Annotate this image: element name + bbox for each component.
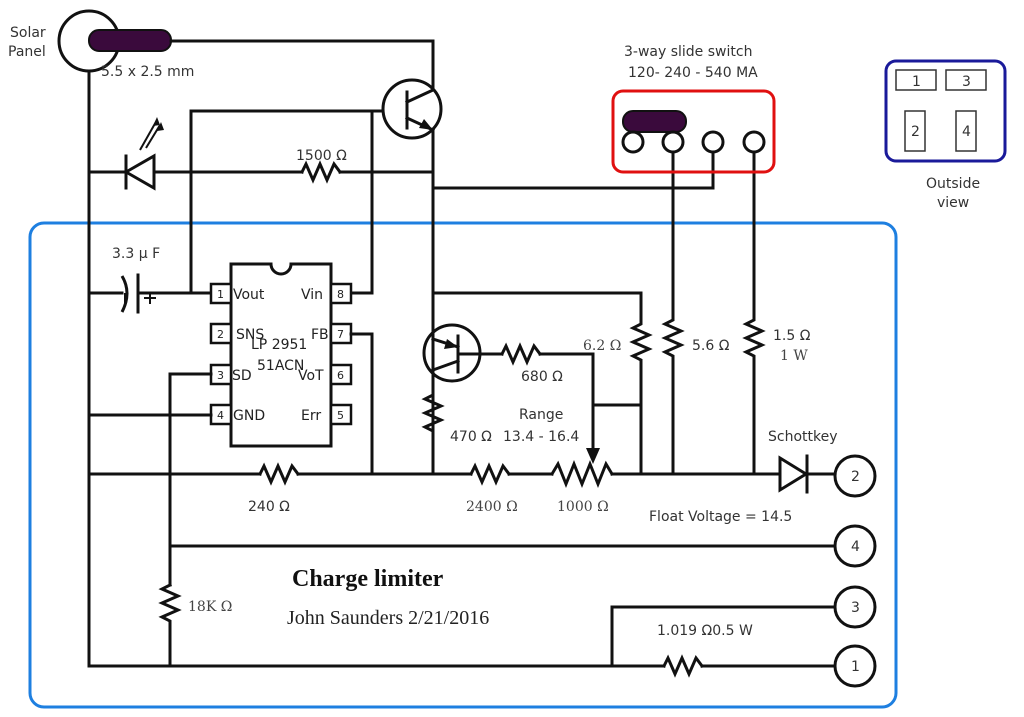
ic-pin-5: 5 <box>337 409 344 422</box>
ic-pin-name-fb: FB <box>311 327 329 343</box>
solar-panel-label-1: Solar <box>10 25 46 41</box>
ic-pin-name-sns: SNS <box>236 327 264 343</box>
ic-pin-name-gnd: GND <box>233 408 265 424</box>
ic-pin-name-vin: Vin <box>301 287 323 303</box>
wire-base <box>189 109 385 295</box>
switch-pin-4 <box>742 130 766 154</box>
r-5-6-label: 5.6 Ω <box>692 338 730 354</box>
outside-view-pin-3 <box>945 69 987 91</box>
solar-panel-jack <box>57 9 172 73</box>
wire-wiper <box>538 352 595 457</box>
wire-sd <box>168 372 213 587</box>
r-470-label: 470 Ω <box>450 429 492 445</box>
r-240-label: 240 Ω <box>248 499 290 515</box>
board-outline <box>28 221 898 709</box>
range-value: 13.4 - 16.4 <box>503 429 579 445</box>
outside-view-pin-1-label: 1 <box>912 74 921 90</box>
switch-outline <box>611 89 776 174</box>
resistor-shunt-icon <box>661 654 705 678</box>
outside-view-pin-3-label: 3 <box>962 74 971 90</box>
resistor-6-2-icon <box>629 318 653 476</box>
resistor-470-icon <box>421 379 445 476</box>
r-1-5-power: 1 W <box>780 348 808 364</box>
wire-ground-rail <box>87 69 612 668</box>
range-label: Range <box>519 407 563 423</box>
resistor-1-5-icon <box>742 146 766 476</box>
r-shunt-label: 1.019 Ω0.5 W <box>657 623 753 639</box>
outside-view-pin-4 <box>955 110 977 152</box>
r-2400-label: 2400 Ω <box>466 499 518 515</box>
ic-part-line-1: LP 2951 <box>251 337 307 353</box>
ic-pin-1: 1 <box>217 288 224 301</box>
terminal-2-label: 2 <box>851 469 860 485</box>
switch-slider[interactable] <box>622 110 687 133</box>
r-1000-label: 1000 Ω <box>557 499 609 515</box>
r-6-2-label: 6.2 Ω <box>583 338 621 354</box>
resistor-5-6-icon <box>661 146 685 476</box>
resistor-680-icon <box>499 342 543 366</box>
r-1-5-label: 1.5 Ω <box>773 328 811 344</box>
outside-view-label-1: Outside <box>926 176 980 192</box>
terminal-2[interactable] <box>833 454 877 498</box>
switch-ranges: 120- 240 - 540 MA <box>628 65 758 81</box>
terminal-4[interactable] <box>833 524 877 568</box>
diagram-title: Charge limiter <box>292 566 444 592</box>
power-transistor-icon <box>381 78 443 140</box>
potentiometer-1000-icon <box>549 459 615 489</box>
resistor-18k-icon <box>158 582 182 668</box>
switch-title: 3-way slide switch <box>624 44 752 60</box>
terminal-1[interactable] <box>833 644 877 688</box>
resistor-2400-icon <box>468 462 512 486</box>
schottky-label: Schottkey <box>768 429 838 445</box>
resistor-240-icon <box>257 462 301 486</box>
solar-panel-label-2: Panel <box>8 44 46 60</box>
wire-vin <box>346 109 374 295</box>
ic-pin-3: 3 <box>217 369 224 382</box>
ic-pin-6: 6 <box>337 369 344 382</box>
ic-lp2951 <box>209 262 353 448</box>
terminal-1-label: 1 <box>851 659 860 675</box>
wire-fb <box>349 332 374 476</box>
switch-pin-1 <box>621 130 645 154</box>
outside-view-label-2: view <box>937 195 969 211</box>
float-voltage-label: Float Voltage = 14.5 <box>649 509 792 525</box>
ic-pin-name-sd: SD <box>232 368 252 384</box>
outside-view-pin-1 <box>895 69 937 91</box>
terminal-4-label: 4 <box>851 539 860 555</box>
ic-pin-name-err: Err <box>301 408 321 424</box>
wire-top <box>169 39 435 90</box>
ic-pin-4: 4 <box>217 409 224 422</box>
terminal-3[interactable] <box>833 585 877 629</box>
r-1500-label: 1500 Ω <box>296 148 347 164</box>
cap-label: 3.3 μ F <box>112 246 160 262</box>
led-icon <box>122 117 164 191</box>
schottky-diode-icon <box>778 454 809 494</box>
ic-pin-8: 8 <box>337 288 344 301</box>
terminal-3-label: 3 <box>851 600 860 616</box>
wiper-arrow-icon <box>586 448 600 464</box>
outside-view-pin-4-label: 4 <box>962 124 971 140</box>
jack-size-label: 5.5 x 2.5 mm <box>101 64 194 80</box>
outside-view-pin-2-label: 2 <box>911 124 920 140</box>
outside-view-outline <box>884 59 1007 163</box>
ic-part-line-2: 51ACN <box>257 358 304 374</box>
wire-upper-tap <box>431 291 643 322</box>
diagram-author: John Saunders 2/21/2016 <box>287 607 489 629</box>
outside-view-pin-2 <box>904 110 926 152</box>
wire-terminal-3 <box>610 605 837 668</box>
switch-pin-3 <box>701 130 725 154</box>
r-18k-label: 18K Ω <box>188 599 232 615</box>
ic-pin-name-vout: Vout <box>233 287 265 303</box>
switch-pin-2 <box>661 130 685 154</box>
resistor-1500-icon <box>299 160 343 184</box>
ic-pin-name-vot: VoT <box>298 368 324 384</box>
r-680-label: 680 Ω <box>521 369 563 385</box>
ic-pin-2: 2 <box>217 328 224 341</box>
ic-pin-7: 7 <box>337 328 344 341</box>
